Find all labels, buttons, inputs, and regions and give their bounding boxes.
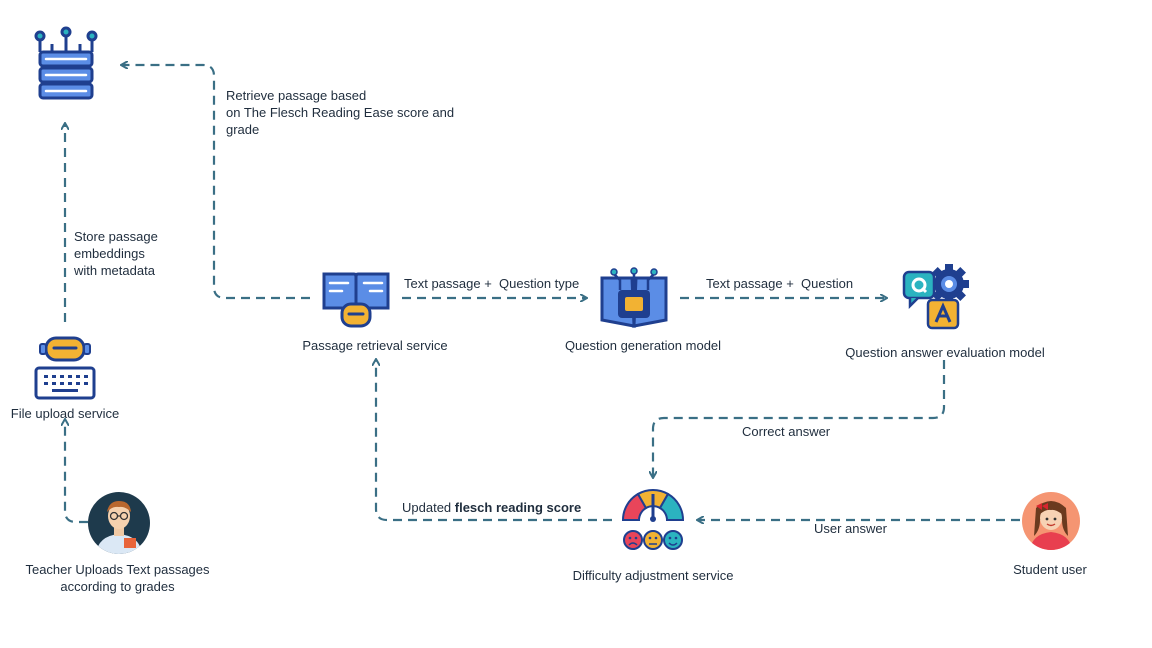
gauge-emoji-icon <box>619 488 687 552</box>
edge-text-qtype-label: Text passage + Question type <box>404 276 580 291</box>
edge-teacher-upload-line <box>65 420 88 524</box>
teacher-label-line1: Teacher Uploads Text passages <box>25 562 210 577</box>
passage-retrieval-label: Passage retrieval service <box>302 338 448 353</box>
edge-retrieve-label: Retrieve passage based on The Flesch Rea… <box>226 87 454 138</box>
difficulty-label: Difficulty adjustment service <box>572 568 734 583</box>
edge-updated-score-bold: flesch reading score <box>454 500 582 515</box>
student-label: Student user <box>1013 562 1087 577</box>
teacher-label-line2: according to grades <box>60 579 175 594</box>
student-avatar-icon <box>1022 492 1080 550</box>
robot-book-icon <box>320 268 392 332</box>
database-icon <box>30 26 102 108</box>
edge-store-line2: embeddings <box>74 246 145 261</box>
robot-keyboard-icon <box>32 334 98 402</box>
edge-retrieve-line3: grade <box>226 122 260 137</box>
edge-retrieve-line1: Retrieve passage based <box>226 88 367 103</box>
edge-correct-answer-line <box>653 360 946 477</box>
edge-retrieve-line2: on The Flesch Reading Ease score and <box>226 105 455 120</box>
edge-updated-score-prefix: Updated <box>402 500 455 515</box>
edge-user-answer-label: User answer <box>814 521 887 536</box>
question-generation-label: Question generation model <box>564 338 722 353</box>
qa-gear-icon <box>902 264 972 332</box>
edge-updated-score-line <box>376 360 612 522</box>
edge-updated-score-label: Updated flesch reading score <box>402 499 581 516</box>
edge-correct-answer-label: Correct answer <box>742 424 831 439</box>
file-upload-label: File upload service <box>10 406 120 421</box>
ai-chip-book-icon <box>598 266 670 330</box>
edge-store-line1: Store passage <box>74 229 158 244</box>
edge-text-question-label: Text passage + Question <box>706 276 854 291</box>
teacher-avatar-icon <box>88 492 150 554</box>
qa-evaluation-label: Question answer evaluation model <box>845 345 1045 360</box>
edge-store-label: Store passage embeddings with metadata <box>74 228 158 279</box>
edge-store-line3: with metadata <box>74 263 155 278</box>
teacher-label: Teacher Uploads Text passages according … <box>10 561 225 595</box>
